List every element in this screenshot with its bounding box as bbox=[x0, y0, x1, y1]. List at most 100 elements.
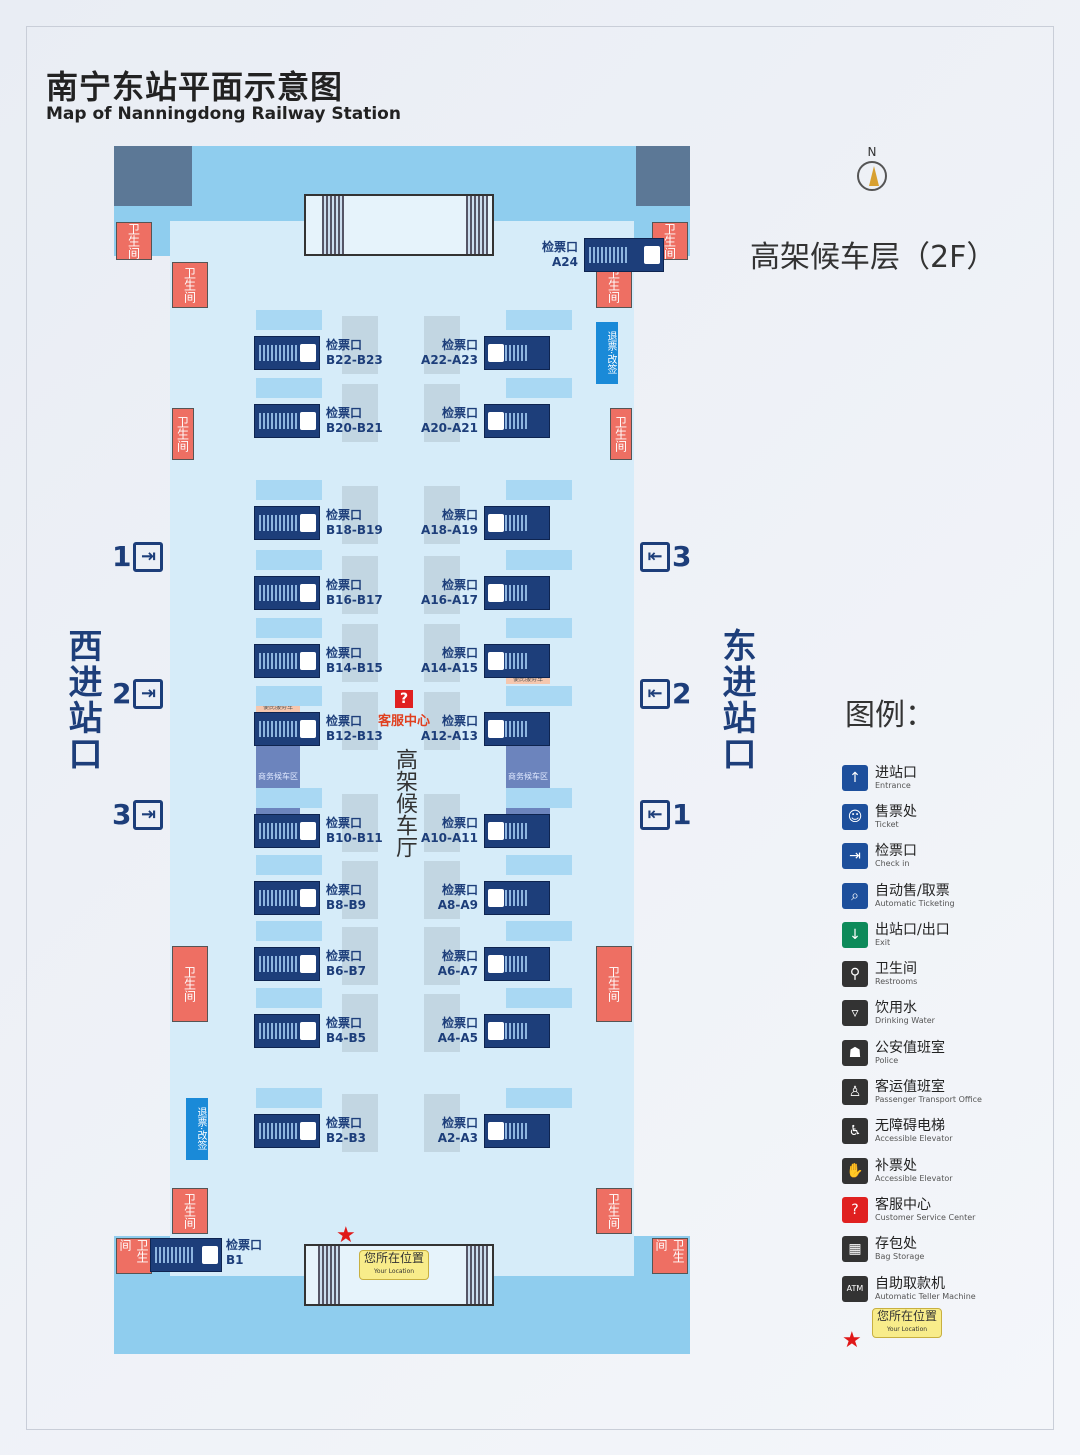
commercial-area bbox=[506, 618, 572, 638]
commercial-area bbox=[256, 788, 322, 808]
seating-area bbox=[342, 486, 378, 544]
gate-a[interactable] bbox=[484, 336, 550, 370]
compass-north-label: N bbox=[867, 145, 877, 159]
seating-area bbox=[424, 927, 460, 985]
gate-a[interactable] bbox=[484, 1014, 550, 1048]
commercial-area bbox=[256, 855, 322, 875]
restroom: 卫生间 bbox=[172, 408, 194, 460]
legend-item-english: Customer Service Center bbox=[875, 1212, 976, 1222]
gate-a[interactable] bbox=[484, 947, 550, 981]
map-subtitle: Map of Nanningdong Railway Station bbox=[46, 104, 401, 124]
gate-b[interactable] bbox=[254, 336, 320, 370]
legend-item-english: Automatic Ticketing bbox=[875, 898, 955, 908]
gate-a[interactable] bbox=[484, 1114, 550, 1148]
restroom: 卫生间 bbox=[652, 1238, 688, 1274]
west-entrance-label: 西进站口 bbox=[62, 628, 102, 772]
legend-item-english: Accessible Elevator bbox=[875, 1173, 953, 1183]
gate-a[interactable] bbox=[484, 881, 550, 915]
gate-b[interactable] bbox=[254, 576, 320, 610]
west-entrance-3[interactable]: 3⇥ bbox=[112, 798, 164, 831]
gate-b[interactable] bbox=[254, 644, 320, 678]
bag-icon: ▦ bbox=[842, 1236, 868, 1263]
seating-area bbox=[342, 692, 378, 750]
gate-b[interactable] bbox=[254, 1114, 320, 1148]
floor-label: 高架候车层（2F） bbox=[750, 240, 997, 275]
east-entrance-1[interactable]: ⇤1 bbox=[640, 798, 691, 831]
hall-name: 高架候车厅 bbox=[392, 748, 417, 858]
your-location-star-icon: ★ bbox=[336, 1223, 356, 1248]
gate-a[interactable] bbox=[484, 814, 550, 848]
legend-item-label: 客运值班室 bbox=[875, 1079, 945, 1096]
legend-item-label: 补票处 bbox=[875, 1157, 917, 1174]
convenience-car: 便民服务车 bbox=[506, 674, 550, 684]
gate-b[interactable] bbox=[254, 712, 320, 746]
east-entrance-2[interactable]: ⇤2 bbox=[640, 677, 691, 710]
check-in-icon: ⇥ bbox=[842, 843, 868, 870]
restroom: 卫生间 bbox=[172, 262, 208, 308]
seating-area bbox=[342, 556, 378, 614]
commercial-area bbox=[256, 686, 322, 706]
east-entrance-3[interactable]: ⇤3 bbox=[640, 540, 691, 573]
seating-area bbox=[424, 861, 460, 919]
legend-item-english: Police bbox=[875, 1055, 899, 1065]
commercial-area bbox=[256, 988, 322, 1008]
west-entrance-2[interactable]: 2⇥ bbox=[112, 677, 164, 710]
compass-icon bbox=[857, 161, 887, 191]
legend-item-label: 公安值班室 bbox=[875, 1039, 945, 1056]
commercial-area bbox=[256, 378, 322, 398]
customer-service-center[interactable]: ?客服中心 bbox=[378, 690, 431, 729]
legend-item-label: 存包处 bbox=[875, 1236, 917, 1253]
gate-a[interactable] bbox=[484, 712, 550, 746]
commercial-area bbox=[256, 310, 322, 330]
gate-a24[interactable] bbox=[584, 238, 664, 272]
seating-area bbox=[342, 861, 378, 919]
gate-b1[interactable] bbox=[150, 1238, 222, 1272]
gate-b[interactable] bbox=[254, 1014, 320, 1048]
west-entrance-1[interactable]: 1⇥ bbox=[112, 540, 164, 573]
gate-a[interactable] bbox=[484, 644, 550, 678]
legend-item-english: Automatic Teller Machine bbox=[875, 1291, 976, 1301]
gate-b[interactable] bbox=[254, 404, 320, 438]
escalator bbox=[466, 1246, 488, 1304]
restroom: 卫生间 bbox=[596, 946, 632, 1022]
gate-b[interactable] bbox=[254, 881, 320, 915]
gate-a[interactable] bbox=[484, 576, 550, 610]
gate-b[interactable] bbox=[254, 947, 320, 981]
gate-a[interactable] bbox=[484, 506, 550, 540]
map-title: 南宁东站平面示意图 bbox=[46, 68, 344, 106]
seating-area bbox=[424, 556, 460, 614]
gate-a[interactable] bbox=[484, 404, 550, 438]
gate-b[interactable] bbox=[254, 814, 320, 848]
entrance-icon: ⇥ bbox=[133, 799, 164, 830]
seating-area bbox=[424, 794, 460, 852]
legend-item-english: Ticket bbox=[875, 819, 899, 829]
seating-area bbox=[424, 1094, 460, 1152]
commercial-area bbox=[506, 788, 572, 808]
seating-area bbox=[424, 692, 460, 750]
exit-icon: ↓ bbox=[842, 921, 868, 948]
seating-area bbox=[424, 624, 460, 682]
help-icon: ? bbox=[395, 690, 413, 708]
legend-item-english: Passenger Transport Office bbox=[875, 1095, 982, 1105]
corner-block bbox=[636, 146, 690, 206]
gate-b[interactable] bbox=[254, 506, 320, 540]
legend-item-english: Check in bbox=[875, 859, 910, 869]
police-icon: ☗ bbox=[842, 1039, 868, 1066]
entrance-icon: ⇥ bbox=[133, 678, 164, 709]
